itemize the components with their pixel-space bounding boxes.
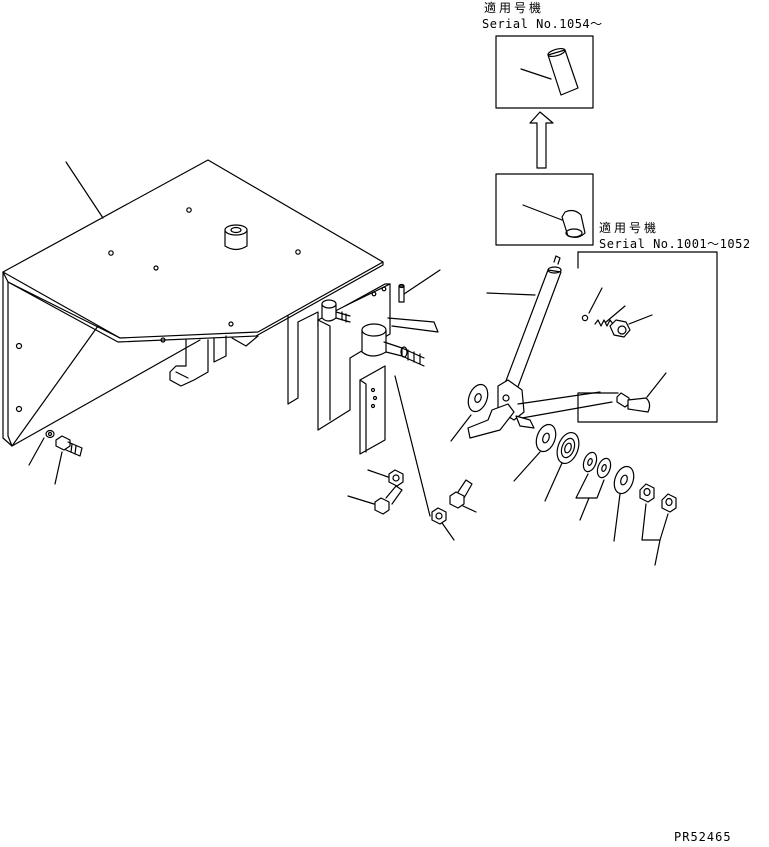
mounting-plate: [3, 160, 383, 446]
lever: [451, 256, 612, 441]
inset-box-middle: [496, 174, 593, 245]
exploded-parts: [514, 422, 676, 565]
arrow-up-icon: [530, 112, 553, 168]
callout-top-serial: Serial No.1054～: [482, 17, 603, 31]
bolts-left: [29, 431, 82, 485]
inset-box-top: [496, 36, 593, 108]
callout-right-applicability: 適用号機: [599, 221, 660, 235]
bolts-center: [348, 470, 476, 524]
callout-right-serial: Serial No.1001～1052: [599, 237, 751, 251]
figure-code: PR52465: [674, 830, 732, 844]
inset-box-right: [578, 252, 717, 422]
lever-bracket: [318, 270, 454, 540]
callout-top-applicability: 適用号機: [484, 1, 545, 15]
